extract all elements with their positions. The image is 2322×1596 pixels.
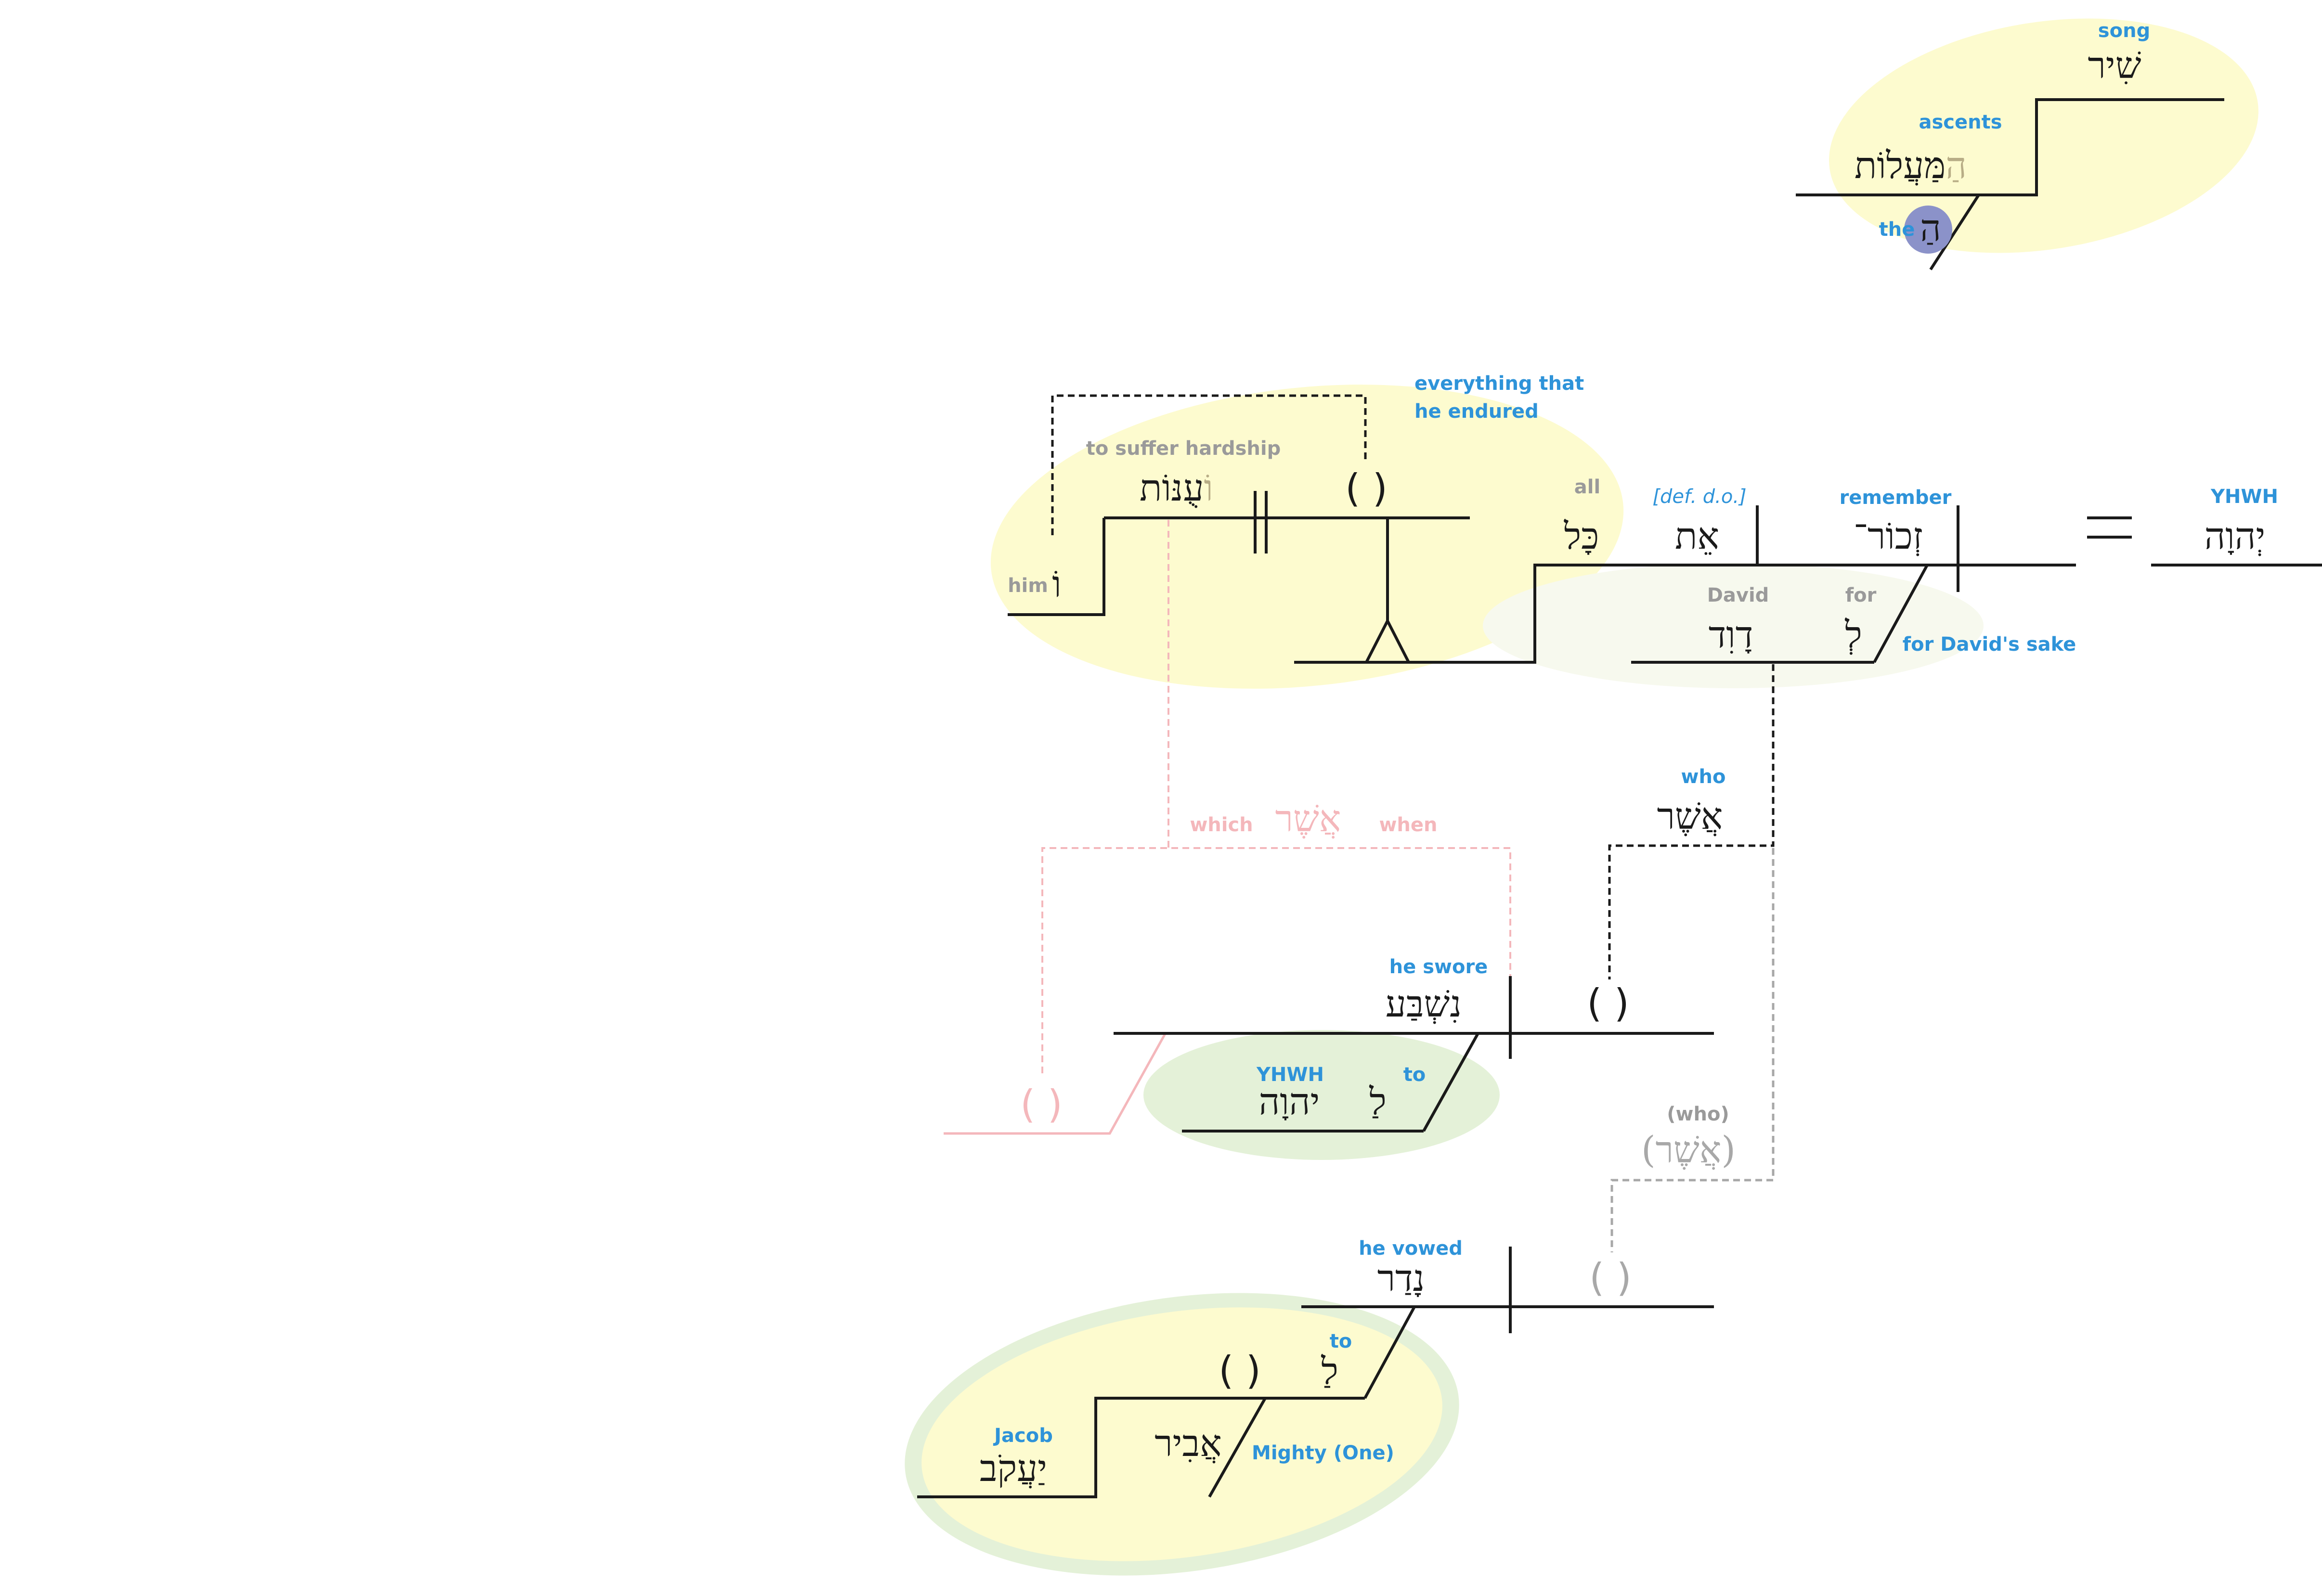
for-hebrew: לְ (1844, 613, 1862, 656)
swore-gloss: he swore (1389, 956, 1488, 978)
david-gloss: David (1707, 584, 1769, 606)
title-modifier-slant (1929, 194, 1980, 270)
pink-asher-hebrew: אֲשֶׁר (1275, 797, 1341, 840)
ascents-hebrew-stem: מַּעֲלוֹת (1855, 144, 1946, 187)
for-davids-sake-gloss: for David's sake (1903, 633, 2076, 656)
the-hebrew: הַ (1920, 206, 1941, 249)
jacob-gloss: Jacob (993, 1425, 1053, 1447)
him-gloss: him (1008, 575, 1048, 597)
all-hebrew: כָּל (1564, 515, 1599, 557)
implied-who-connector (1610, 848, 1775, 1252)
highlight-for-david (1483, 563, 1984, 688)
him-reference-connector (1051, 394, 1367, 535)
def-do-hebrew: אֵת (1675, 515, 1719, 557)
swore-yhwh-gloss: YHWH (1256, 1064, 1324, 1086)
main-clause: YHWH יְהוָה remember זְכוֹר־ [def. d.o.]… (1008, 373, 2322, 664)
mighty-hebrew: אֲבִיר (1155, 1422, 1222, 1465)
ascents-gloss: ascents (1919, 111, 2002, 133)
yhwh-hebrew: יְהוָה (2205, 515, 2266, 557)
david-hebrew: דָוִד (1709, 613, 1753, 656)
vowed-hebrew: נָדַר (1377, 1257, 1425, 1300)
remember-gloss: remember (1840, 487, 1952, 509)
mighty-gloss: Mighty (One) (1252, 1442, 1394, 1464)
ascents-hebrew: הַמַּעֲלוֹת (1855, 144, 1967, 187)
swore-yhwh-hebrew: יהוָה (1259, 1080, 1320, 1123)
hardship-hebrew-suffix: וֹ (1204, 466, 1213, 509)
everything-gloss-line1: everything that (1414, 373, 1584, 395)
pink-horizontal-bracket (1041, 847, 1511, 1073)
remember-hebrew: זְכוֹר־ (1854, 515, 1923, 557)
title-block: song שִׁיר ascents הַמַּעֲלוֹת the הַ (1796, 20, 2224, 270)
hardship-hebrew-stem: עֻנּוֹת (1140, 466, 1204, 509)
hardship-hebrew: וֹעֻנּוֹת (1140, 466, 1213, 509)
highlight-everything (990, 385, 1624, 689)
pink-baseline (944, 1033, 1167, 1135)
for-gloss: for (1845, 584, 1877, 606)
swore-subject-slot: ( ) (1587, 981, 1629, 1026)
vowed-to-hebrew: לַ (1321, 1350, 1338, 1392)
swore-to-hebrew: לַ (1369, 1080, 1387, 1123)
swore-hebrew: נִשְׁבַּע (1386, 982, 1462, 1025)
def-do-gloss: [def. d.o.] (1652, 486, 1746, 508)
vowed-to-gloss: to (1330, 1330, 1352, 1352)
vowed-to-slot: ( ) (1219, 1348, 1261, 1393)
for-david-slant (1873, 564, 1929, 663)
highlight-to-yhwh (1143, 1030, 1500, 1160)
clause-vowed: (who) (אֲשֶׁר) ( ) he vowed נָדַר to לַ … (917, 848, 1775, 1498)
relative-pink: which אֲשֶׁר when ( ) (944, 520, 1511, 1135)
implied-who-gloss: (who) (1667, 1103, 1729, 1125)
article-circle (1904, 206, 1952, 254)
which-gloss: which (1190, 814, 1253, 836)
vowed-gloss: he vowed (1359, 1237, 1463, 1260)
mighty-slant (1208, 1397, 1267, 1498)
mighty-step-line (917, 1397, 1263, 1498)
song-hebrew: שִׁיר (2088, 44, 2141, 87)
yhwh-gloss: YHWH (2210, 486, 2278, 508)
ascents-hebrew-article: הַ (1946, 144, 1967, 187)
song-gloss: song (2098, 20, 2150, 42)
implied-who-hebrew: (אֲשֶׁר) (1641, 1128, 1736, 1171)
who-hebrew: אֲשֶׁר (1657, 795, 1723, 837)
to-yhwh-slant (1422, 1032, 1479, 1132)
title-baseline (1796, 98, 2224, 196)
who-gloss: who (1681, 766, 1726, 788)
swore-to-gloss: to (1403, 1064, 1426, 1086)
vowed-subject-slot: ( ) (1589, 1255, 1632, 1300)
hardship-gloss: to suffer hardship (1086, 438, 1281, 460)
everything-subject-slot: ( ) (1345, 466, 1388, 511)
clause-swore: who אֲשֶׁר ( ) he swore נִשְׁבַּע to לַ … (1114, 664, 1775, 1133)
david-who-connector (1608, 664, 1775, 979)
all-gloss: all (1574, 476, 1600, 498)
vowed-to-slant (1363, 1306, 1416, 1399)
all-step-line (1294, 564, 1536, 664)
him-hebrew: וֹ (1052, 563, 1061, 605)
when-gloss: when (1379, 814, 1437, 836)
pedestal-foot (1364, 618, 1411, 664)
jacob-hebrew: יַעֲקֹב (980, 1447, 1047, 1490)
him-step-line (1008, 518, 1105, 616)
everything-gloss-line2: he endured (1414, 400, 1539, 423)
pink-empty-slot: ( ) (1020, 1082, 1063, 1127)
the-gloss: the (1879, 219, 1915, 241)
